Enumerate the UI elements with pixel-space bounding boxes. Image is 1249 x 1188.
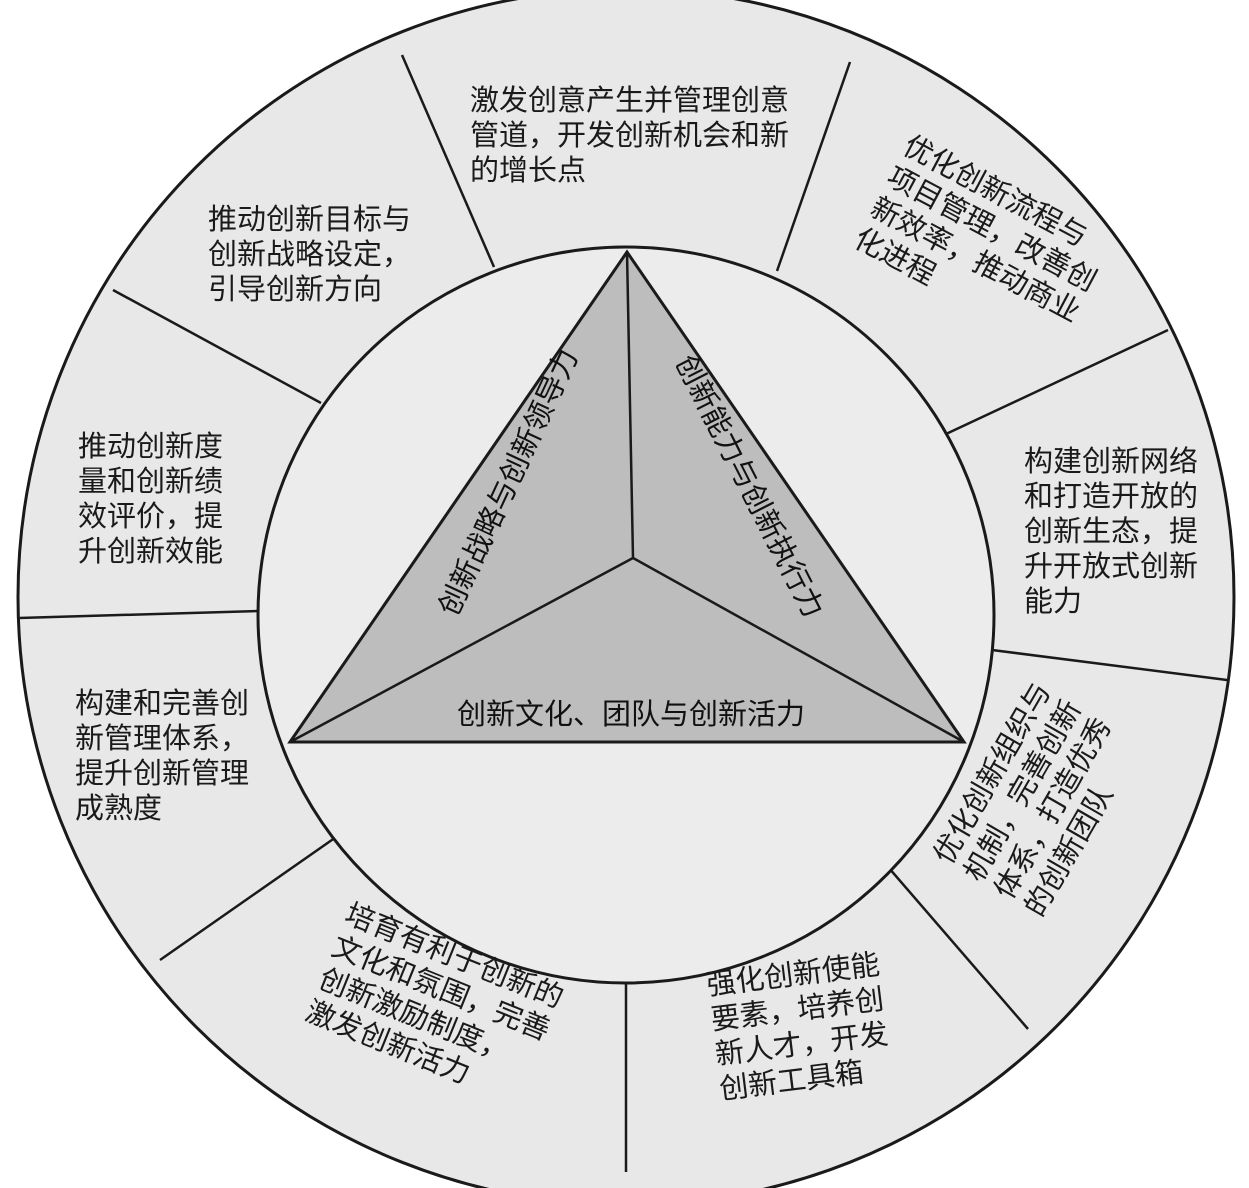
- segment-right-line: 构建创新网络: [1024, 444, 1198, 478]
- segment-left-line: 推动创新度: [78, 429, 223, 463]
- segment-left-line: 升创新效能: [78, 534, 223, 568]
- segment-dividers: [18, 54, 1228, 1172]
- segment-left-lower-line: 构建和完善创: [75, 686, 249, 720]
- segment-top-left-line: 推动创新目标与: [208, 202, 411, 236]
- segment-left-line: 量和创新绩: [78, 464, 223, 498]
- segment-right-line: 和打造开放的: [1024, 479, 1198, 513]
- segment-right-line: 创新生态，提: [1024, 514, 1198, 548]
- triangle-divider-top: [625, 251, 635, 559]
- segment-top-line: 激发创意产生并管理创意: [470, 83, 789, 117]
- segment-left-lower-line: 成熟度: [75, 791, 162, 825]
- segment-top-line: 管道，开发创新机会和新: [470, 118, 789, 152]
- segment-left-line: 效评价，提: [78, 499, 223, 533]
- triangle-divider-right: [632, 556, 965, 744]
- segment-left-lower-line: 提升创新管理: [75, 756, 249, 790]
- segment-top-line: 的增长点: [470, 153, 586, 187]
- segment-right-line: 能力: [1024, 584, 1082, 618]
- segment-top-left-line: 创新战略设定，: [208, 237, 411, 271]
- triangle-shape: [287, 249, 967, 744]
- triangle-bottom-label: 创新文化、团队与创新活力: [457, 697, 805, 731]
- triangle-divider-left: [289, 556, 634, 744]
- segment-left-lower-line: 新管理体系，: [75, 721, 249, 755]
- segment-right-line: 升开放式创新: [1024, 549, 1198, 583]
- segment-top-left-line: 引导创新方向: [208, 272, 382, 306]
